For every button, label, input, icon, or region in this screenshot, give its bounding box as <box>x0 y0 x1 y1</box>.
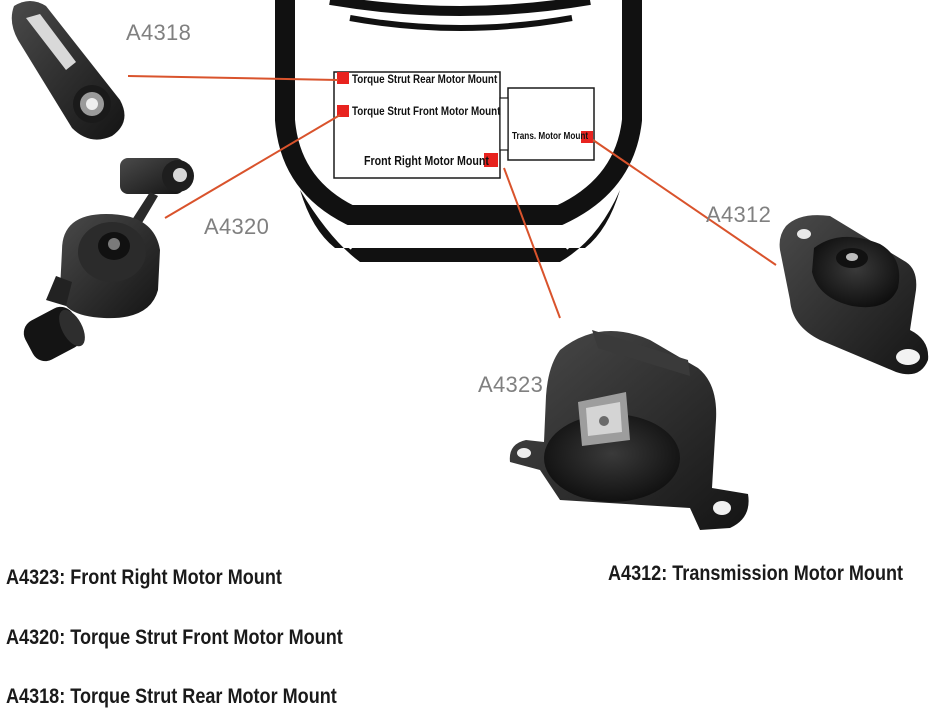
leader-a4318 <box>127 75 339 81</box>
leader-a4312 <box>592 139 777 266</box>
trans-mount-box-label: Trans. Motor Mount <box>512 131 589 142</box>
rear-mount-marker <box>337 72 349 84</box>
transmission-box <box>507 87 595 161</box>
car-front-outline <box>275 0 642 262</box>
a4318-part-image <box>11 1 125 140</box>
part-code-a4318: A4318 <box>126 20 192 45</box>
legend-a4320: A4320: Torque Strut Front Motor Mount <box>6 626 343 649</box>
legend-a4312: A4312: Transmission Motor Mount <box>608 562 904 585</box>
trans-mount-marker <box>581 131 593 143</box>
leader-a4323 <box>503 167 561 319</box>
front-mount-box-label: Torque Strut Front Motor Mount <box>352 104 501 118</box>
right-mount-marker <box>484 153 498 167</box>
transmission-coupler <box>499 97 509 151</box>
front-mount-marker <box>337 105 349 117</box>
a4320-part-image <box>23 158 194 362</box>
part-code-a4323: A4323 <box>478 372 544 397</box>
leader-a4320 <box>164 114 341 219</box>
part-code-a4312: A4312 <box>706 202 772 227</box>
a4312-part-image <box>779 215 929 375</box>
rear-mount-box-label: Torque Strut Rear Motor Mount <box>352 72 498 86</box>
legend-a4318: A4318: Torque Strut Rear Motor Mount <box>6 685 337 708</box>
engine-box <box>333 71 501 179</box>
legend-a4323: A4323: Front Right Motor Mount <box>6 566 282 589</box>
right-mount-box-label: Front Right Motor Mount <box>364 153 489 168</box>
leader-lines <box>127 75 777 319</box>
part-code-a4320: A4320 <box>204 214 270 239</box>
a4323-part-image <box>509 330 749 530</box>
